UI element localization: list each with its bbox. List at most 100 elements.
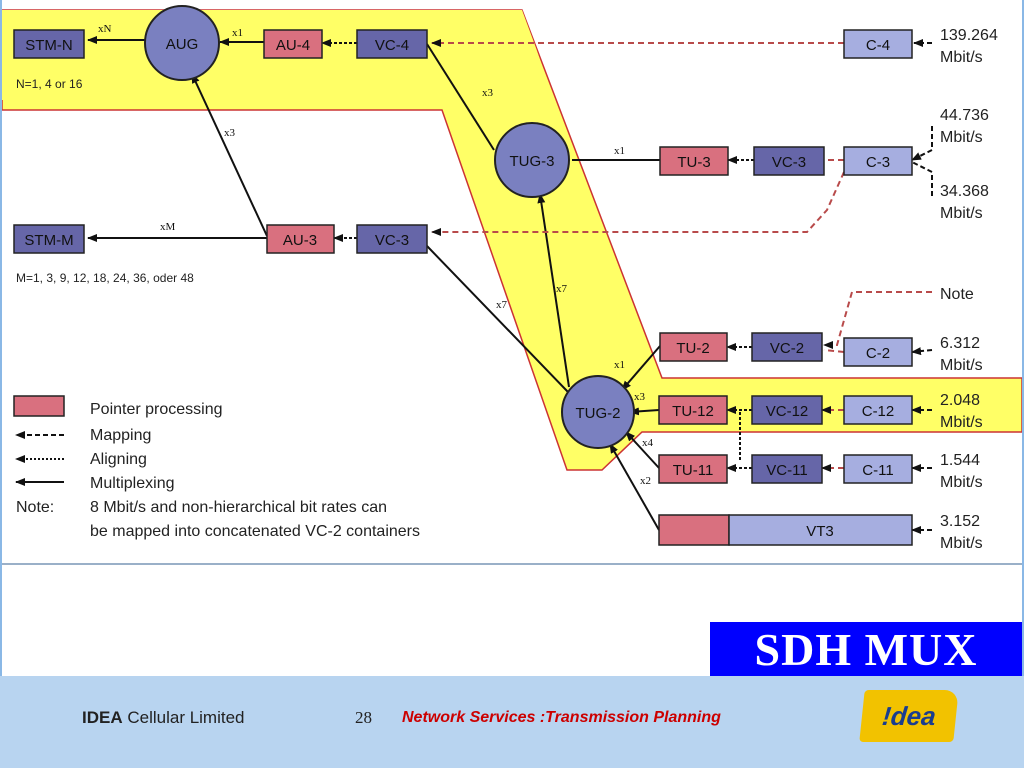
vc3-left-label: VC-3 (375, 232, 409, 249)
legend-pointer: Pointer processing (90, 401, 223, 418)
vt3-label: VT3 (806, 523, 834, 540)
mult-x3-vc4: x3 (482, 87, 494, 99)
footer-company-rest: Cellular Limited (122, 708, 245, 727)
mult-x7-vc3: x7 (496, 299, 508, 311)
diagram-canvas: STM-N STM-M AUG TUG-3 TUG-2 AU-4 VC-4 C-… (2, 5, 1022, 552)
au3-label: AU-3 (283, 232, 317, 249)
tug2-node (561, 375, 635, 449)
n-values-note: N=1, 4 or 16 (16, 77, 83, 91)
rate-c3-value-a: 44.736 (940, 107, 989, 124)
slide-title: SDH MUX (710, 622, 1022, 676)
tu12-box (658, 395, 728, 425)
rate-c3-unit-a: Mbit/s (940, 129, 983, 146)
footer-company-bold: IDEA (82, 708, 123, 727)
legend-multiplexing: Multiplexing (90, 475, 174, 492)
legend-aligning: Aligning (90, 451, 147, 468)
idea-logo: !dea (859, 690, 959, 742)
mult-x3-au3: x3 (224, 127, 236, 139)
legend: Pointer processing Mapping Aligning Mult… (13, 395, 420, 540)
vc3-top-box (753, 146, 825, 176)
rate-c12-value: 2.048 (940, 392, 980, 409)
rate-c3-unit-b: Mbit/s (940, 205, 983, 222)
vc4-label: VC-4 (375, 37, 409, 54)
aligning-lines (321, 39, 754, 472)
vc12-label: VC-12 (766, 403, 809, 420)
mult-x7-tug3: x7 (556, 283, 568, 295)
c4-box (843, 29, 913, 59)
mult-x3-tu12: x3 (634, 391, 646, 403)
c12-label: C-12 (862, 403, 895, 420)
highlight-band-nlabel (2, 48, 554, 100)
tug3-node (494, 122, 570, 198)
au3-box (266, 224, 335, 254)
legend-note-line1: 8 Mbit/s and non-hierarchical bit rates … (90, 499, 387, 516)
vc2-box (751, 332, 823, 362)
c2-label: C-2 (866, 345, 890, 362)
stm-n-box (13, 29, 85, 59)
tu11-label: TU-11 (673, 462, 714, 479)
mult-x1-tu3: x1 (614, 145, 625, 157)
c11-box (843, 454, 913, 484)
c2-box (843, 337, 913, 367)
rate-c2-unit: Mbit/s (940, 357, 983, 374)
c3-box (843, 146, 913, 176)
mult-x1-au4: x1 (232, 27, 243, 39)
page-number: 28 (355, 708, 372, 727)
c12-box (843, 395, 913, 425)
au4-label: AU-4 (276, 37, 310, 54)
legend-note-key: Note: (16, 499, 54, 516)
tug3-label: TUG-3 (510, 153, 555, 170)
tu2-box (659, 332, 728, 362)
tu11-box (658, 454, 728, 484)
m-values-note: M=1, 3, 9, 12, 18, 24, 36, oder 48 (16, 271, 194, 285)
legend-note-line2: be mapped into concatenated VC-2 contain… (90, 523, 420, 540)
vc12-box (751, 395, 823, 425)
vc11-box (751, 454, 823, 484)
c11-label: C-11 (862, 462, 893, 479)
c3-label: C-3 (866, 154, 890, 171)
rate-c3-value-b: 34.368 (940, 183, 989, 200)
rate-note-label: Note (940, 286, 974, 303)
rate-c2-value: 6.312 (940, 335, 980, 352)
vt3-pointer-box (658, 514, 730, 546)
vc2-label: VC-2 (770, 340, 804, 357)
footer-bar: IDEA Cellular Limited 28 Network Service… (0, 676, 1024, 768)
tu12-label: TU-12 (672, 403, 714, 420)
footer-company: IDEA Cellular Limited (82, 708, 245, 728)
mult-x4-tu11: x4 (642, 437, 654, 449)
tu3-label: TU-3 (677, 154, 710, 171)
mult-xn: xN (98, 23, 112, 35)
aug-node (144, 5, 220, 81)
stm-n-label: STM-N (25, 37, 73, 54)
mult-x2-vt3: x2 (640, 475, 651, 487)
footer-subtitle: Network Services :Transmission Planning (402, 709, 721, 726)
stm-m-label: STM-M (24, 232, 73, 249)
rate-c11-value: 1.544 (940, 452, 980, 469)
rate-mapping-lines (911, 39, 933, 534)
legend-pointer-swatch (13, 395, 65, 417)
highlight-band (2, 9, 1022, 471)
tu2-label: TU-2 (676, 340, 709, 357)
vc3-left-box (356, 224, 428, 254)
mult-xm: xM (160, 221, 176, 233)
rate-vt3-value: 3.152 (940, 513, 980, 530)
legend-mapping: Mapping (90, 427, 151, 444)
vc11-label: VC-11 (766, 462, 807, 479)
rate-c12-unit: Mbit/s (940, 414, 983, 431)
mapping-lines (431, 39, 932, 472)
rate-c4-value: 139.264 (940, 27, 998, 44)
rate-c11-unit: Mbit/s (940, 474, 983, 491)
tu3-box (659, 146, 729, 176)
sdh-multiplexing-diagram: STM-N STM-M AUG TUG-3 TUG-2 AU-4 VC-4 C-… (2, 0, 1022, 565)
aug-label: AUG (166, 36, 199, 53)
stm-m-box (13, 224, 85, 254)
rate-c4-unit: Mbit/s (940, 49, 983, 66)
au4-box (263, 29, 323, 59)
mult-x1-tu2: x1 (614, 359, 625, 371)
tug2-label: TUG-2 (576, 405, 621, 422)
c4-label: C-4 (866, 37, 890, 54)
vc3-top-label: VC-3 (772, 154, 806, 171)
rate-vt3-unit: Mbit/s (940, 535, 983, 552)
vc4-box (356, 29, 428, 59)
